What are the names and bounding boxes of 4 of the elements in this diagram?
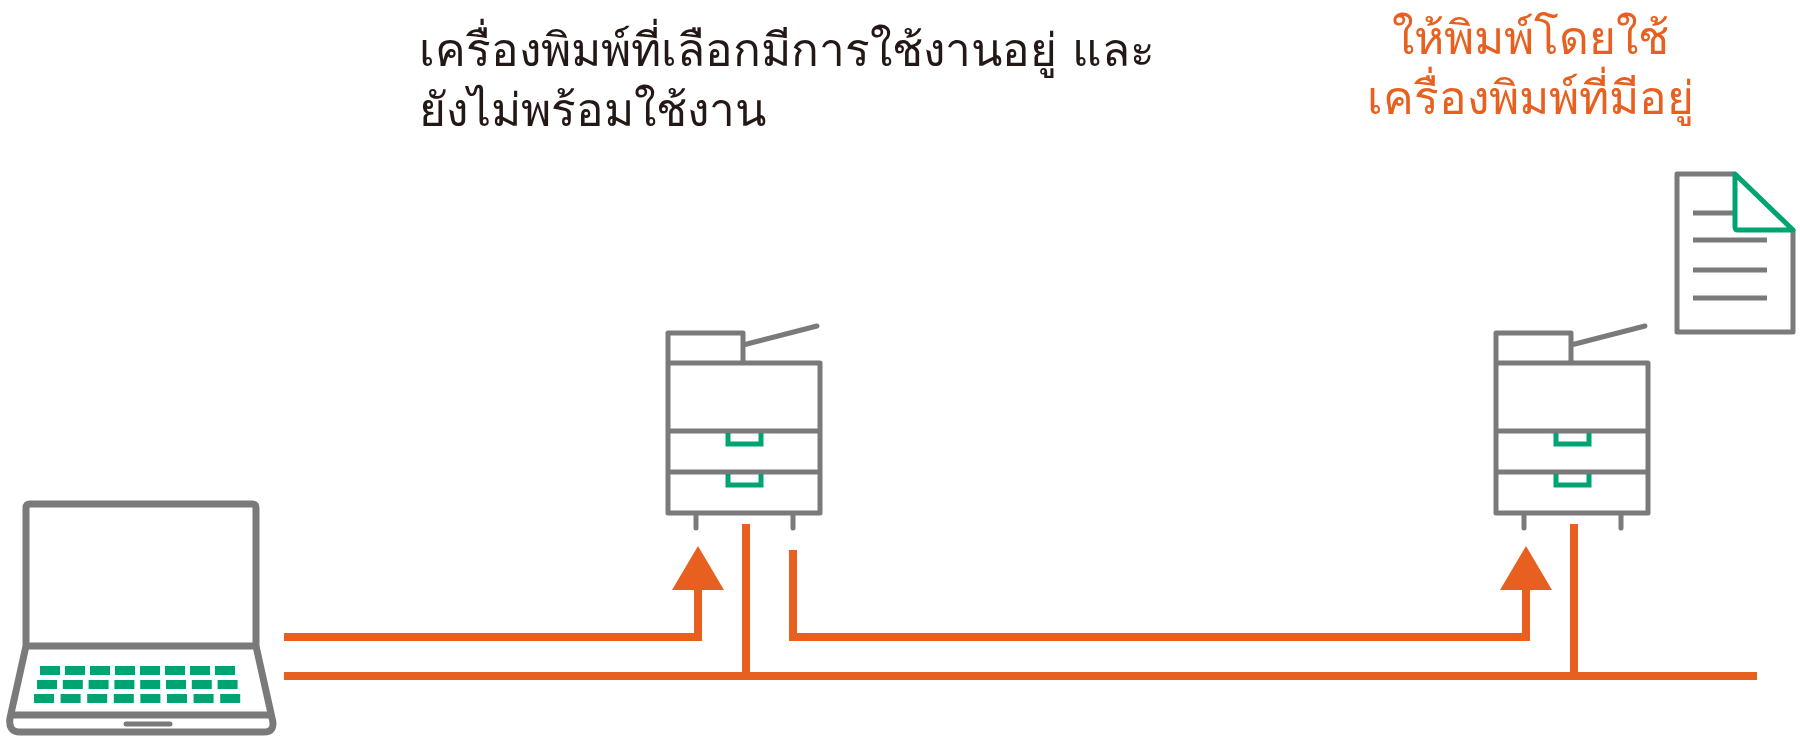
caption-text: เครื่องพิมพ์ที่เลือกมีการใช้งานอยู่ และยังไม่พร้อมใช้งาน [419,20,1179,140]
printer-drawing [666,322,823,532]
printer-drawing [1494,322,1651,532]
caption-text: ให้พิมพ์โดยใช้ เครื่องพิมพ์ที่มีอยู่ [1365,10,1695,128]
